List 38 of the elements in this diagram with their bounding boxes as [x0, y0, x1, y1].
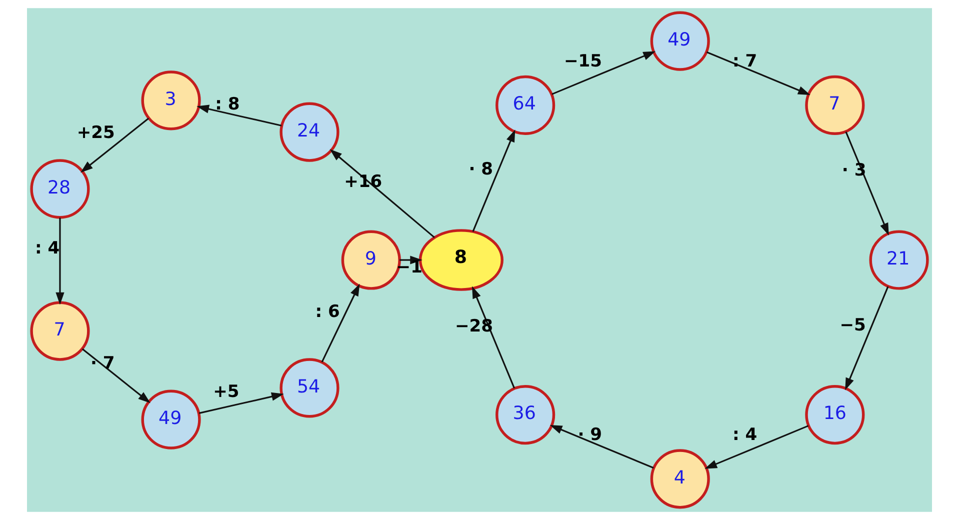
- arrow: [55, 218, 64, 305]
- edge-label: −15: [563, 51, 602, 72]
- arrow: [549, 424, 654, 469]
- node-circle: 7: [804, 75, 864, 135]
- node-circle: 16: [804, 385, 864, 445]
- edge-label: +5: [212, 382, 239, 402]
- arrow: [472, 130, 515, 232]
- node-circle: 64: [495, 75, 555, 135]
- edge-label: : 6: [314, 302, 340, 322]
- arrow: [704, 425, 808, 469]
- node-circle: 36: [495, 385, 555, 445]
- arrow: [844, 132, 888, 236]
- edge-label: −5: [839, 316, 866, 336]
- node-circle: 4: [650, 449, 710, 509]
- edge-label: : 8: [214, 94, 240, 114]
- edge-label: · 9: [577, 425, 602, 446]
- edge-label: +25: [76, 122, 114, 143]
- node-circle: 49: [650, 11, 710, 71]
- arrow: [329, 149, 434, 238]
- node-circle: 7: [30, 301, 90, 361]
- node-circle: 49: [140, 390, 200, 450]
- arrow: [198, 392, 284, 414]
- arrow: [80, 118, 149, 173]
- node-circle: 24: [279, 102, 339, 162]
- edge-label: · 8: [468, 160, 492, 180]
- edge-label: · 7: [90, 353, 114, 374]
- node-circle: 3: [140, 70, 200, 130]
- node-circle: 28: [30, 159, 90, 219]
- node-circle: 54: [279, 358, 339, 418]
- arrow: [196, 104, 282, 126]
- node-circle: 21: [868, 230, 928, 290]
- edge-label: : 4: [34, 238, 60, 258]
- arrow: [81, 348, 150, 404]
- arrow: [320, 284, 360, 362]
- arrow: [706, 51, 810, 96]
- edge-label: : 4: [732, 425, 757, 446]
- arrow: [844, 286, 888, 390]
- arrow: [551, 51, 656, 95]
